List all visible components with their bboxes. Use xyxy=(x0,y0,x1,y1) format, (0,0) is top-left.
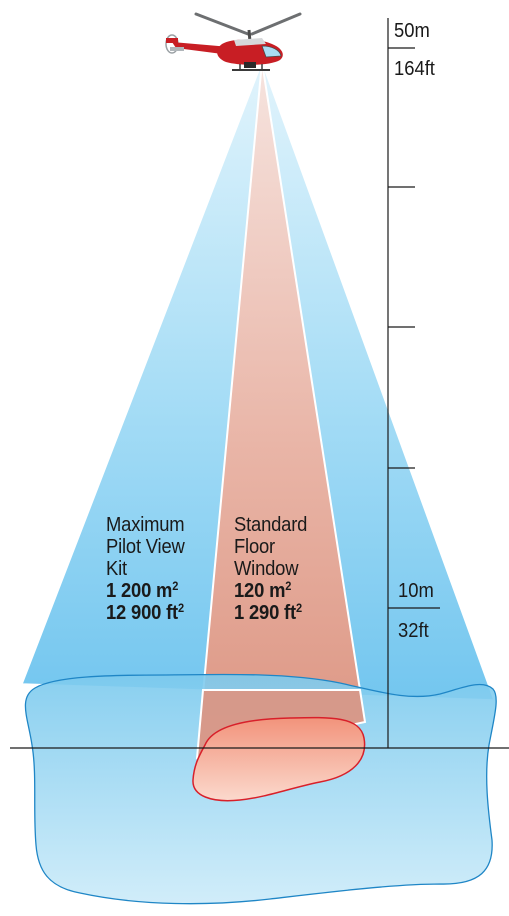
helicopter-icon xyxy=(165,12,302,71)
standard-area-m: 120 m2 xyxy=(234,579,292,602)
standard-window-ground-area xyxy=(192,716,366,802)
scale-low-feet: 32ft xyxy=(398,620,429,642)
max-kit-line2: Pilot View xyxy=(106,536,185,558)
scale-top-feet: 164ft xyxy=(394,58,435,80)
scale-low-meters: 10m xyxy=(398,580,434,602)
standard-window-label: Standard Floor Window 120 m2 1 290 ft2 xyxy=(234,514,307,624)
standard-line3: Window xyxy=(234,558,299,580)
standard-area-ft: 1 290 ft2 xyxy=(234,601,302,624)
max-kit-line1: Maximum xyxy=(106,514,185,536)
standard-line1: Standard xyxy=(234,514,308,536)
scale-top-meters: 50m xyxy=(394,20,430,42)
max-kit-area-ft: 12 900 ft2 xyxy=(106,601,184,624)
standard-line2: Floor xyxy=(234,536,276,558)
max-kit-label: Maximum Pilot View Kit 1 200 m2 12 900 f… xyxy=(106,514,185,624)
max-kit-line3: Kit xyxy=(106,558,127,580)
max-kit-area-m: 1 200 m2 xyxy=(106,579,179,602)
